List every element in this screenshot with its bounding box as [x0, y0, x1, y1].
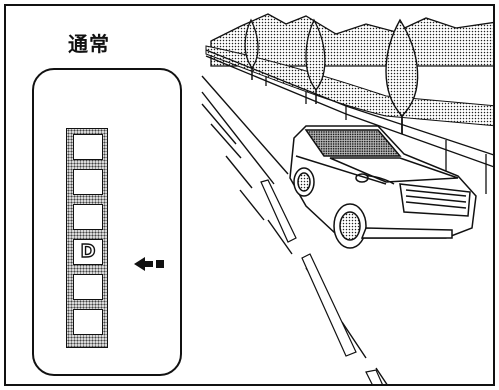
mode-title: 通常: [68, 32, 110, 56]
car-icon: [289, 125, 477, 249]
gear-slot-drive: D: [73, 239, 103, 265]
gear-slot-5: [73, 274, 103, 300]
mountain-icon: [210, 13, 493, 67]
gear-slot-stack: D: [66, 128, 108, 348]
tree-icon: [244, 18, 259, 80]
road-scene: [201, 13, 493, 384]
arrow-left-icon: [134, 257, 164, 271]
drive-gear-label: D: [80, 241, 96, 262]
gear-slot-3: [73, 204, 103, 230]
guardrail-icon: [205, 49, 493, 194]
tree-icon: [385, 18, 419, 134]
gear-slot-1: [73, 134, 103, 160]
gear-slot-2: [73, 169, 103, 195]
gear-slot-6: [73, 309, 103, 335]
illustration-frame: 通常 D: [4, 4, 495, 386]
